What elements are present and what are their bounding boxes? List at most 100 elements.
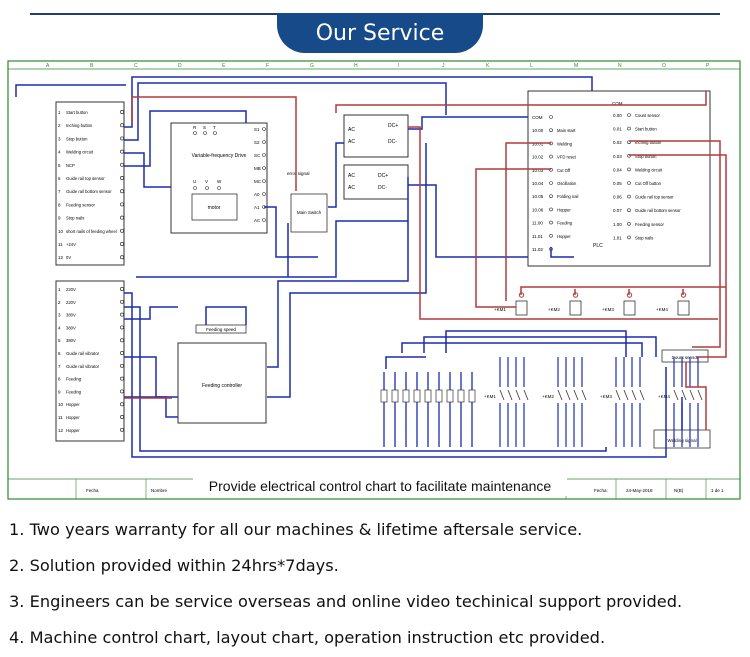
wire xyxy=(124,76,593,128)
relay-coil xyxy=(677,300,690,316)
service-list: 1. Two years warranty for all our machin… xyxy=(9,513,749,657)
grid-label: M xyxy=(574,63,578,69)
plc-input-label: Welding xyxy=(557,141,573,146)
wire xyxy=(124,110,247,167)
contact-switch xyxy=(573,389,579,401)
plc-input-address: 10.03 xyxy=(532,168,544,173)
chart-frame xyxy=(7,60,741,500)
grid-label: K xyxy=(486,63,490,69)
plc-input-label: Hopper xyxy=(557,207,571,212)
terminal-label: Guide rail bottom sensor xyxy=(66,189,112,194)
terminal-screw xyxy=(120,215,124,220)
terminal-number: 1 xyxy=(58,287,61,292)
wire xyxy=(423,336,657,357)
grid-label: B xyxy=(90,63,94,69)
wire xyxy=(124,356,178,398)
plc-output-address: 1.00 xyxy=(613,222,622,227)
terminal-screw xyxy=(120,299,124,304)
vfd-terminal-label: S1 xyxy=(254,127,260,132)
contact-label: +KM3 xyxy=(600,394,612,399)
contact-switch xyxy=(689,389,695,401)
terminal-label: Stop button xyxy=(66,136,88,141)
vfd-terminal-label: AC xyxy=(254,218,261,223)
plc-input-terminal xyxy=(549,128,553,132)
title-block-text: Fecha: xyxy=(594,488,608,493)
wire xyxy=(629,154,727,358)
contact-switch xyxy=(507,389,513,401)
plc-input-label: Hopper xyxy=(557,234,571,239)
plc-output-terminal xyxy=(627,181,631,185)
terminal-screw xyxy=(120,202,124,207)
vfd-terminal-label: T xyxy=(213,125,216,130)
wire xyxy=(550,247,574,258)
vfd-terminal xyxy=(262,127,266,131)
terminal-screw xyxy=(120,189,124,194)
contact-switch xyxy=(681,389,687,401)
plc-output-address: 0.06 xyxy=(613,195,622,200)
grid-label: A xyxy=(46,63,50,69)
terminal-label: Welding circuit xyxy=(66,150,94,155)
power-terminal-label: AC xyxy=(348,185,355,191)
plc-input-address: 11.00 xyxy=(532,221,543,226)
wire xyxy=(328,142,344,208)
power-terminal-label: DC- xyxy=(378,185,387,191)
relay-coil xyxy=(569,300,582,316)
count-sensor-block xyxy=(661,349,709,363)
plc-input-terminal xyxy=(549,115,553,119)
contact-switch xyxy=(499,389,505,401)
plc-input-label: VFD reset xyxy=(557,155,577,160)
terminal-label: Start button xyxy=(66,110,88,115)
vfd-terminal-label: V xyxy=(205,179,208,184)
contact-switch xyxy=(515,389,521,401)
plc-output-address: 0.03 xyxy=(613,154,622,159)
relay-label: +KM2 xyxy=(548,307,560,312)
terminal-screw xyxy=(120,338,124,343)
terminal-number: 7 xyxy=(58,364,61,369)
plc-input-label: Cut Off xyxy=(557,168,571,173)
feeding-controller-label: Feeding controller xyxy=(202,383,242,389)
terminal-number: 5 xyxy=(58,163,61,168)
terminal-label: Guide rail vibrator xyxy=(66,364,100,369)
plc-input-terminal xyxy=(549,207,553,212)
terminal-screw xyxy=(120,312,124,317)
relay-label: +KM3 xyxy=(602,307,614,312)
plc-input-address: 10.06 xyxy=(532,207,544,212)
contact-label: +KM2 xyxy=(542,394,554,399)
plc-output-terminal xyxy=(627,222,631,226)
plc-input-terminal xyxy=(549,181,553,185)
wire xyxy=(124,152,171,188)
grid-label: H xyxy=(354,63,358,69)
power-terminal-label: DC+ xyxy=(388,123,398,129)
terminal-screw xyxy=(120,389,124,394)
plc-input-address: 10.05 xyxy=(532,194,544,199)
relay-coils: +KM1+KM2+KM3+KM4 xyxy=(494,292,690,316)
vfd-terminal xyxy=(262,218,266,222)
contactor-bank: +KM1+KM2+KM3+KM4 xyxy=(380,357,703,447)
terminal-number: 7 xyxy=(58,189,61,194)
plc-output-label: Guide rail bottom sensor xyxy=(635,208,681,213)
power-terminal-label: AC xyxy=(348,127,355,133)
vfd-terminal xyxy=(217,186,221,190)
vfd-terminal xyxy=(262,153,266,157)
terminal-number: 9 xyxy=(58,389,61,394)
relay-label: +KM4 xyxy=(656,307,668,312)
relay-coil xyxy=(623,300,636,316)
terminal-screw xyxy=(120,351,124,355)
terminal-screw xyxy=(120,176,124,180)
relay-coil xyxy=(515,300,528,316)
contact-switch xyxy=(697,389,703,401)
terminal-number: 11 xyxy=(58,415,63,420)
terminal-label: NCP xyxy=(66,163,75,168)
contact-switch xyxy=(631,389,637,401)
service-item: 4. Machine control chart, layout chart, … xyxy=(9,628,606,647)
plc-input-terminal xyxy=(549,194,553,198)
plc-input-address: 10.00 xyxy=(532,128,544,133)
plc-label: PLC xyxy=(593,243,603,249)
fuse-element xyxy=(391,389,399,403)
contact-switch xyxy=(581,389,587,401)
terminal-number: 12 xyxy=(58,428,64,433)
terminal-label: Hopper xyxy=(66,415,80,420)
main-switch-label: Main Switch xyxy=(297,210,322,215)
